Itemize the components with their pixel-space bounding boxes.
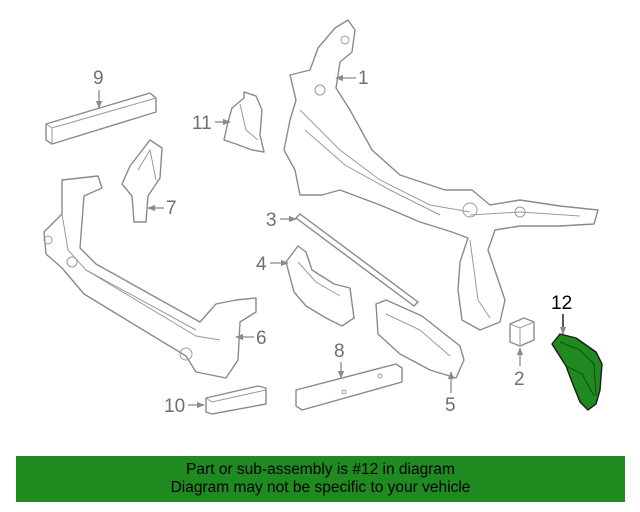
part-7-bracket[interactable] [121,139,163,223]
part-6-crossmember[interactable] [43,175,257,379]
callout-6: 6 [235,328,267,349]
part-9-bar[interactable] [45,92,157,145]
callout-label-7: 7 [166,198,177,219]
callout-9: 9 [93,68,104,109]
callout-1: 1 [335,68,369,89]
callout-label-11: 11 [192,113,212,134]
part-1-radiator-support[interactable] [283,19,599,331]
callout-label-12: 12 [551,293,572,314]
part-2-block[interactable] [509,317,535,347]
part-12-highlighted[interactable] [551,333,603,411]
callout-label-1: 1 [358,68,369,89]
callout-5: 5 [445,371,456,416]
callout-label-9: 9 [93,68,104,89]
callout-label-10: 10 [164,396,185,417]
callout-4: 4 [256,254,289,275]
callout-label-5: 5 [445,395,456,416]
callout-label-4: 4 [256,254,267,275]
callout-label-2: 2 [514,369,525,390]
part-11-bracket[interactable] [223,91,265,153]
banner-line-1: Part or sub-assembly is #12 in diagram [186,461,455,478]
callout-label-8: 8 [334,341,345,362]
part-10-block[interactable] [205,385,267,415]
callout-12: 12 [551,293,572,335]
part-8-plate[interactable] [295,363,403,411]
callout-11: 11 [192,113,231,134]
callout-3: 3 [266,210,297,231]
callout-2: 2 [514,347,525,390]
part-3-rod[interactable] [295,213,419,307]
part-4-deflector[interactable] [285,245,355,327]
callout-label-6: 6 [256,328,267,349]
callout-label-3: 3 [266,210,277,231]
info-banner: Part or sub-assembly is #12 in diagram D… [16,456,625,502]
part-5-deflector[interactable] [375,299,465,379]
callout-8: 8 [334,341,345,379]
callout-10: 10 [164,396,205,417]
banner-line-2: Diagram may not be specific to your vehi… [170,479,471,496]
callout-7: 7 [147,198,177,219]
